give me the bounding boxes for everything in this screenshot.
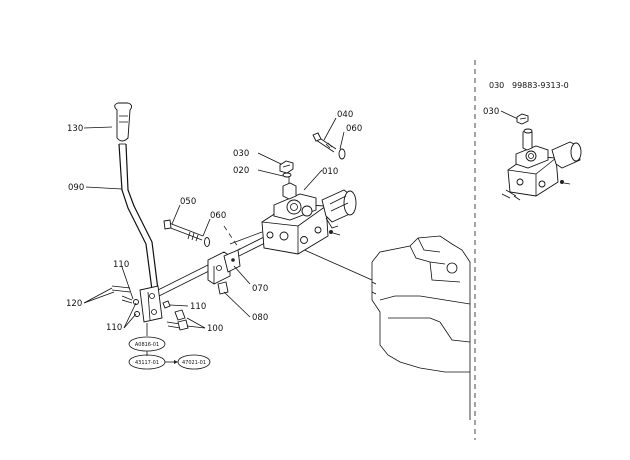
callout-110-bottom: 110 <box>106 323 122 333</box>
callout-050: 050 <box>180 197 196 207</box>
linkage-bracket <box>207 225 263 295</box>
callout-060-upper: 060 <box>346 124 362 134</box>
callout-070: 070 <box>252 284 268 294</box>
callout-040: 040 <box>337 110 353 120</box>
ref-code-2: 43117-01 <box>135 360 159 366</box>
callout-110-top: 110 <box>113 260 129 270</box>
callout-090: 090 <box>68 183 84 193</box>
callout-030: 030 <box>233 149 249 159</box>
callout-130: 130 <box>67 124 83 134</box>
bolt-050 <box>163 219 210 247</box>
inset-header-part-number: 99883-9313-0 <box>512 81 569 90</box>
inset-callout-030: 030 <box>483 107 499 117</box>
inset-valve <box>501 128 582 201</box>
callout-labels: 130 090 050 060 040 060 030 020 010 070 … <box>66 110 362 334</box>
callout-020: 020 <box>233 166 249 176</box>
control-valve <box>261 160 357 255</box>
callout-100: 100 <box>207 324 223 334</box>
bolt-040 <box>312 132 346 160</box>
control-lever <box>114 102 159 291</box>
ref-bubble-3 <box>177 354 211 370</box>
machine-body-outline <box>371 235 471 420</box>
link-line <box>299 247 373 281</box>
inset-panel: 030 99883-9313-0 030 <box>483 81 582 201</box>
callout-010: 010 <box>322 167 338 177</box>
reference-bubbles: A0816-01 43117-01 47021-01 <box>128 323 211 370</box>
lever-bracket <box>111 285 189 331</box>
ref-code-1: A0816-01 <box>135 342 159 348</box>
callout-060-lower: 060 <box>210 211 226 221</box>
callout-120: 120 <box>66 299 82 309</box>
callout-080: 080 <box>252 313 268 323</box>
callout-110-right: 110 <box>190 302 206 312</box>
ref-code-3: 47021-01 <box>182 360 206 366</box>
inset-header-code: 030 <box>489 81 504 90</box>
leader-lines <box>83 117 345 329</box>
